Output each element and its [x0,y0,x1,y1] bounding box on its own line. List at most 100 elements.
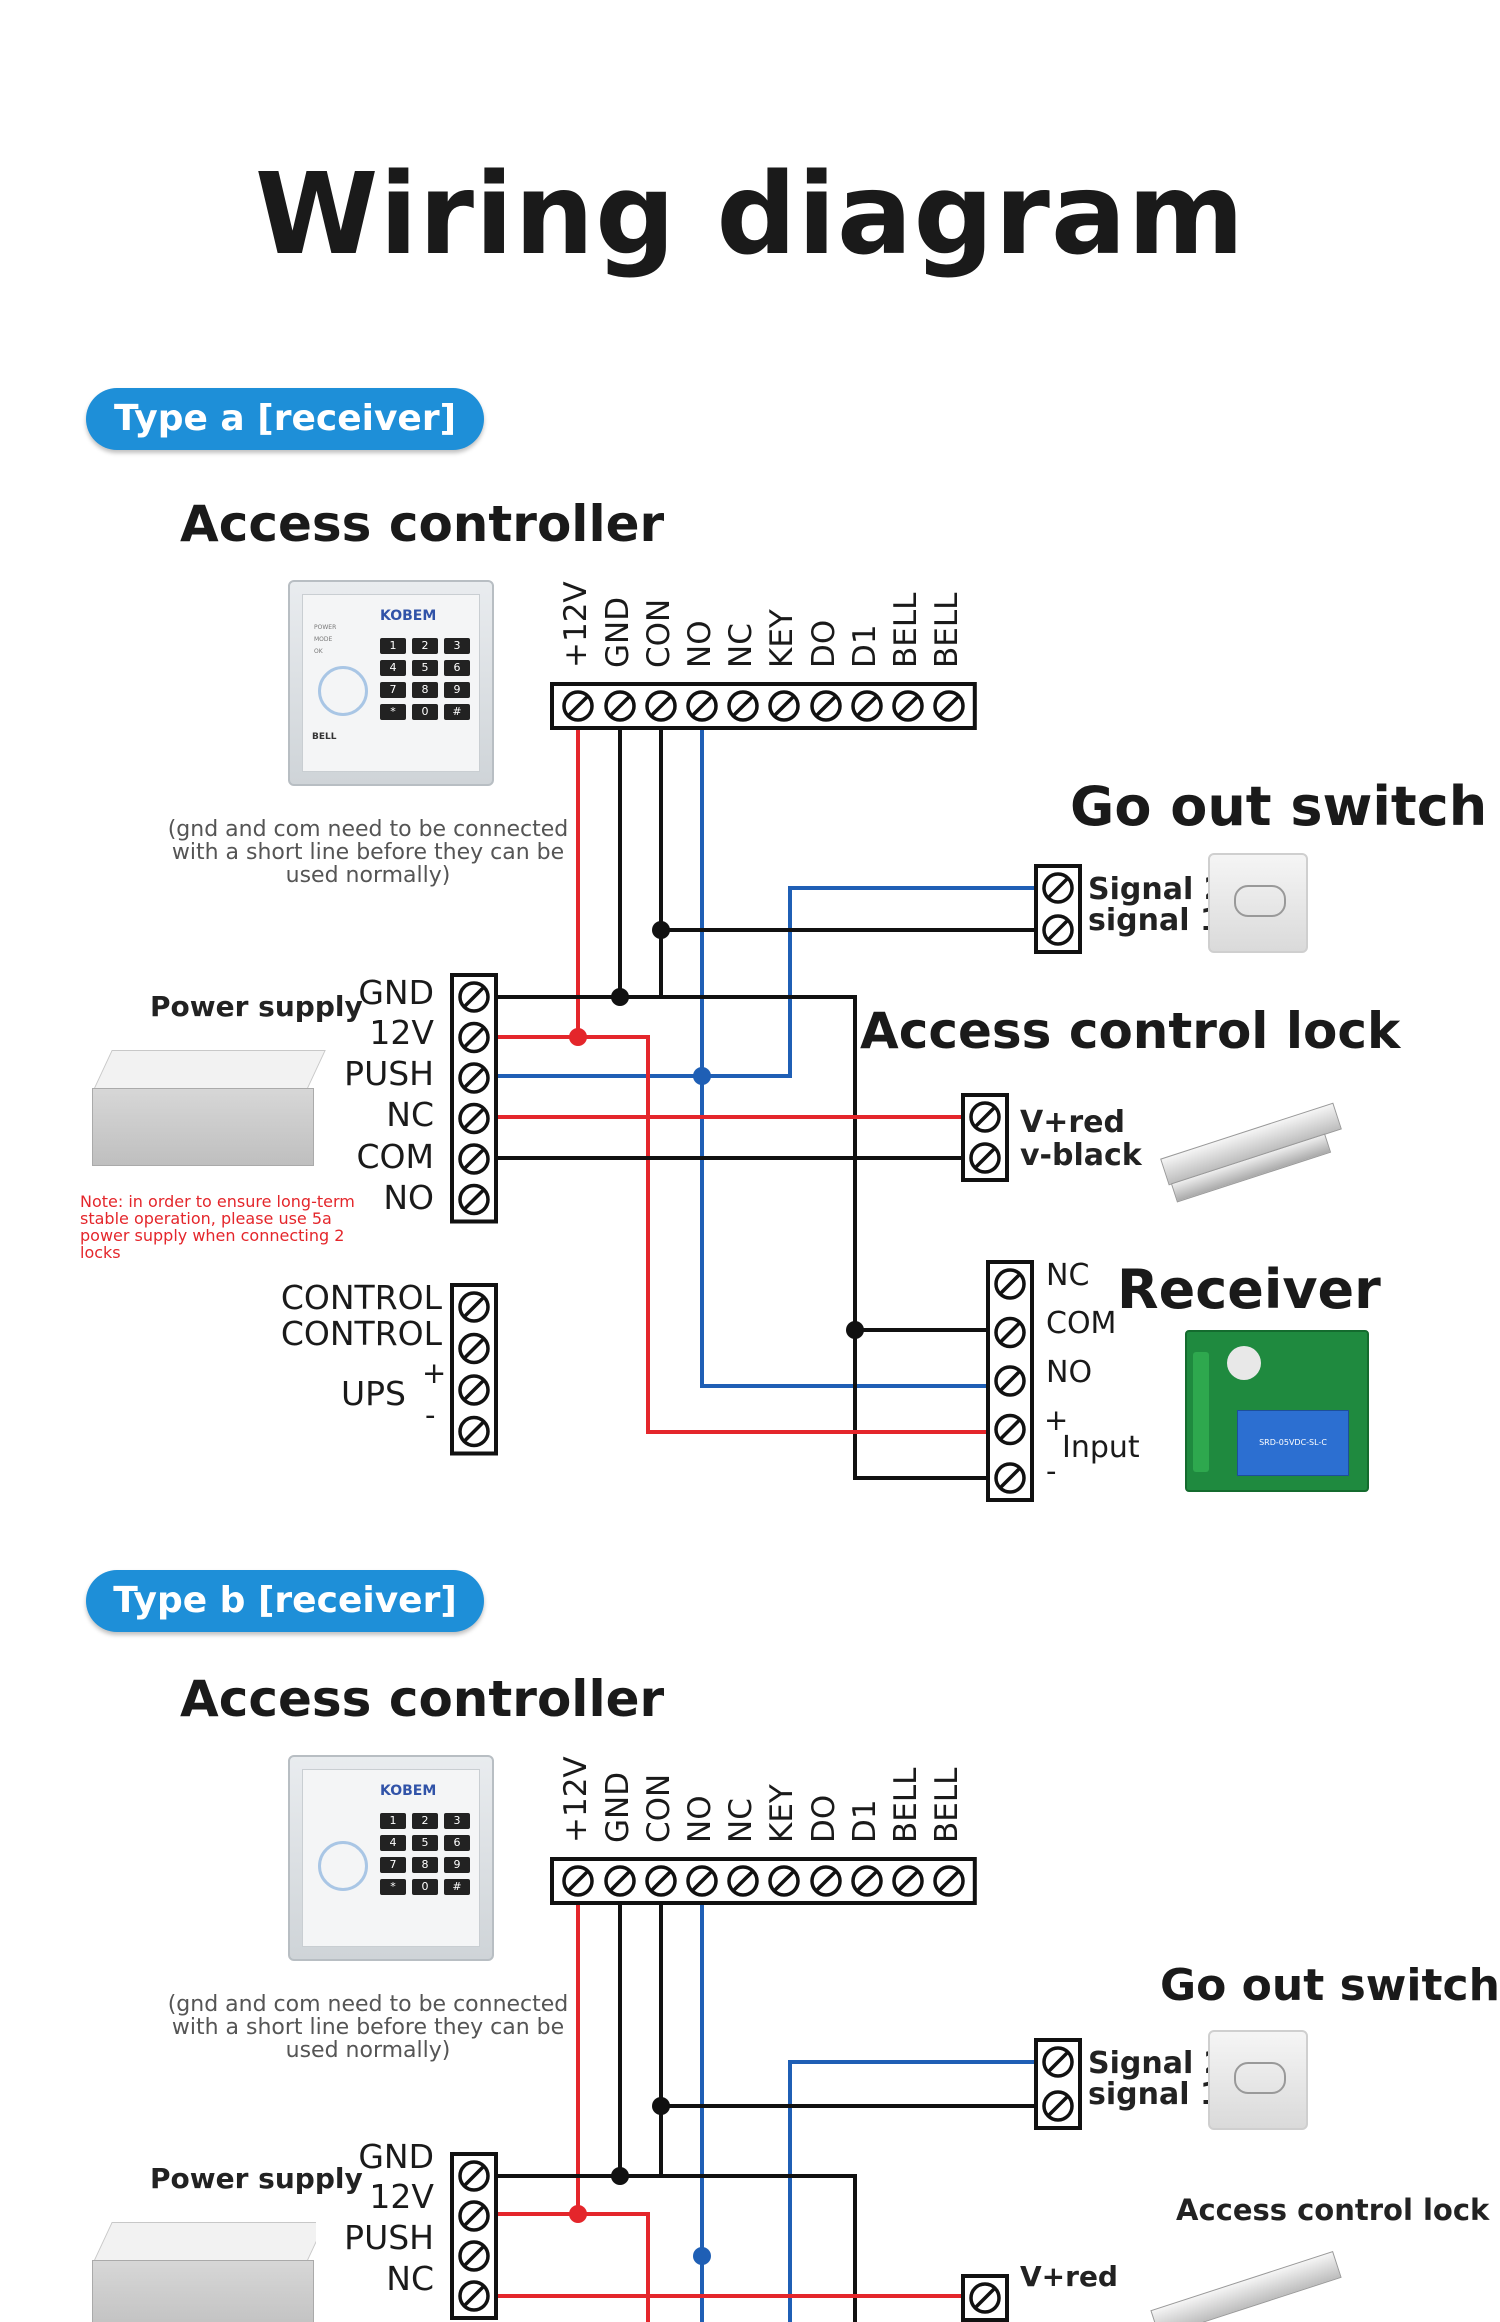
screw-slot [463,1296,485,1318]
wire-no-blue [700,706,990,1388]
screw-slot [609,695,631,717]
power-supply-label-a: Power supply [150,990,363,1023]
go-out-switch-title-a: Go out switch [1070,775,1488,838]
screw-slot [650,1870,672,1892]
rfid-icon [318,666,368,716]
exit-button-icon [1208,2030,1308,2130]
screw-slot [897,1870,919,1892]
screw-slot [691,695,713,717]
vblack-label-a: v-black [1020,1138,1142,1173]
screw-slot [567,695,589,717]
access-control-lock-title-b: Access control lock [1176,2193,1490,2227]
screw-slot [732,695,754,717]
screw-slot [463,1379,485,1401]
receiver-title: Receiver [1117,1258,1381,1321]
screw-slot [815,1870,837,1892]
ps-gnd-label-a: GND [358,973,434,1012]
rx-nc-label: NC [1046,1258,1090,1293]
wire-ps-12v-red-b [474,2212,650,2322]
screw-slot [1047,919,1069,941]
rx-minus-label: - [1046,1454,1057,1488]
junction-dot [652,2097,670,2115]
vred-label-b: V+red [1020,2260,1118,2293]
screw-slot [567,1870,589,1892]
rx-no-label: NO [1046,1355,1093,1390]
screw-slot [463,1421,485,1442]
page-title: Wiring diagram [254,150,1246,280]
screw-slot [463,1067,485,1089]
device-brand: KOBEM [380,608,437,624]
screw-slot [999,1467,1021,1489]
ps-nc-label-a: NC [386,1095,434,1134]
wire-ps-gnd-b [474,2174,857,2322]
signal-1-label-a: signal 1 [1088,903,1221,938]
screw-slot [650,695,672,717]
control-1-label: CONTROL [280,1278,442,1317]
screw-slot [609,1870,631,1892]
screw-slot [691,1870,713,1892]
screw-slot [999,1322,1021,1343]
junction-dot [652,921,670,939]
ps-nc-label-b: NC [386,2259,434,2298]
rx-input-label: Input [1062,1430,1140,1465]
receiver-module-icon: SRD-05VDC-SL-C [1185,1330,1369,1492]
rfid-icon [318,1841,368,1891]
wire-ps-gnd [474,995,990,1480]
screw-slot [1047,2051,1069,2073]
section-a-tag: Type a [receiver] [86,388,484,450]
power-supply-label-b: Power supply [150,2162,363,2195]
wire-signal2-blue-b [788,2060,1058,2322]
screw-slot [463,1027,485,1048]
screw-slot [463,2205,485,2227]
screw-slot [856,1870,878,1892]
screw-slot [856,695,878,717]
screw-slot [773,1870,795,1892]
section-b-tag: Type b [receiver] [86,1570,484,1632]
power-terminal-block-a [450,973,498,1224]
ps-push-label-a: PUSH [344,1054,434,1093]
signal-2-label-b: Signal 2 [1088,2046,1225,2081]
screw-slot [999,1370,1021,1392]
screw-slot [463,2245,485,2267]
control-2-label: CONTROL [280,1314,442,1353]
ups-label: UPS [340,1374,406,1413]
junction-dot [846,1321,864,1339]
screw-slot [897,695,919,717]
ps-push-label-b: PUSH [344,2218,434,2257]
controller-note-b: (gnd and com need to be connected with a… [167,1992,569,2063]
rx-com-label: COM [1046,1306,1117,1341]
go-out-switch-title-b: Go out switch [1160,1960,1500,2011]
access-controller-title-a: Access controller [180,495,665,553]
screw-slot [815,695,837,717]
controller-note-a: (gnd and com need to be connected with a… [167,817,569,888]
ps-gnd-label-b: GND [358,2137,434,2176]
screw-slot [463,986,485,1008]
access-controller-title-b: Access controller [180,1670,665,1728]
ups-minus: - [425,1398,436,1432]
power-note-a: Note: in order to ensure long-term stabl… [80,1192,355,1262]
screw-slot [732,1870,754,1892]
screw-slot [974,1147,996,1169]
junction-dot [693,1067,711,1085]
screw-slot [938,1870,960,1892]
exit-button-icon [1208,853,1308,953]
junction-dot [569,1028,587,1046]
signal-1-label-b: signal 1 [1088,2077,1221,2112]
screw-slot [999,1273,1021,1295]
junction-dot [611,988,629,1006]
screw-slot [463,1189,485,1210]
access-control-lock-title-a: Access control lock [860,1002,1401,1060]
ps-no-label-a: NO [383,1178,434,1217]
junction-dot [569,2205,587,2223]
screw-slot [974,1106,996,1128]
screw-slot [1047,2095,1069,2117]
junction-dot [693,2247,711,2265]
power-supply-device-b [92,2222,316,2322]
screw-slot [974,2287,996,2309]
ups-plus: + [422,1356,447,1390]
